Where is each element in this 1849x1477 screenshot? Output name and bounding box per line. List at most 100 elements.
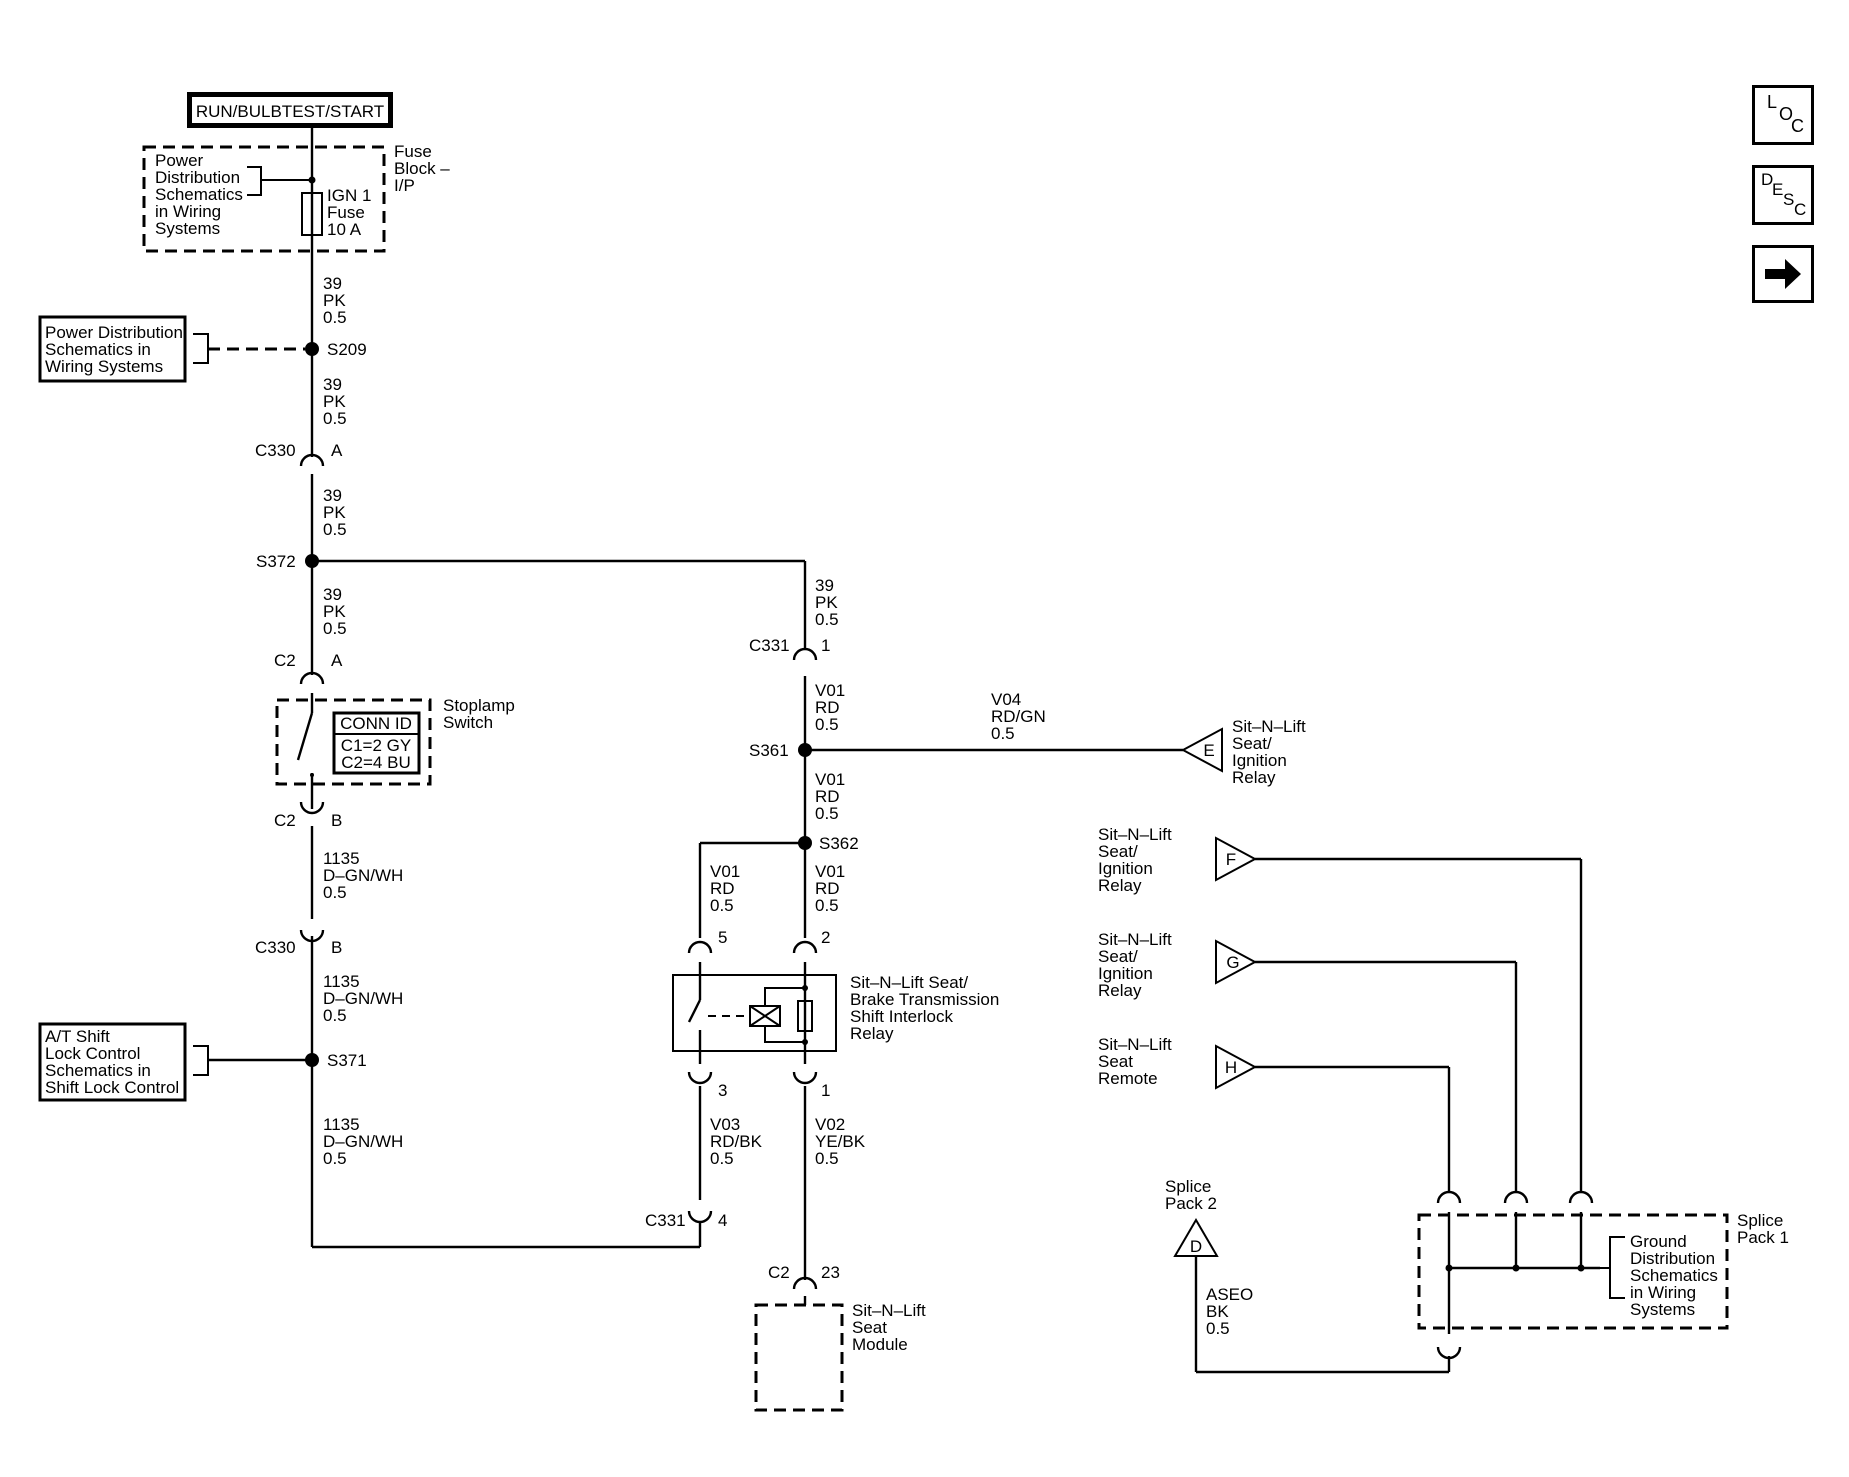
svg-text:Ignition: Ignition (1098, 964, 1153, 983)
svg-text:V01: V01 (815, 681, 845, 700)
svg-text:1: 1 (821, 636, 830, 655)
svg-text:V04: V04 (991, 690, 1021, 709)
splice-s371-label: S371 (327, 1051, 367, 1070)
svg-text:Sit–N–Lift Seat/: Sit–N–Lift Seat/ (850, 973, 968, 992)
svg-text:Seat/: Seat/ (1098, 842, 1138, 861)
svg-text:RD/GN: RD/GN (991, 707, 1046, 726)
svg-text:D–GN/WH: D–GN/WH (323, 1132, 403, 1151)
svg-text:39: 39 (323, 585, 342, 604)
splice-s371 (305, 1053, 319, 1067)
svg-text:0.5: 0.5 (815, 610, 839, 629)
svg-text:Sit–N–Lift: Sit–N–Lift (1098, 1035, 1172, 1054)
svg-text:Shift Lock Control: Shift Lock Control (45, 1078, 179, 1097)
svg-text:Lock Control: Lock Control (45, 1044, 140, 1063)
next-button[interactable] (1752, 245, 1814, 303)
svg-text:V01: V01 (815, 862, 845, 881)
wire-label-w7: 1135 D–GN/WH 0.5 (323, 1115, 403, 1168)
svg-text:RD: RD (815, 879, 840, 898)
connector-c331-1: C331 1 (749, 636, 830, 661)
svg-text:Splice: Splice (1737, 1211, 1783, 1230)
svg-text:Ignition: Ignition (1098, 859, 1153, 878)
power-source: RUN/BULBTEST/START (187, 92, 393, 128)
svg-text:0.5: 0.5 (815, 715, 839, 734)
power-source-label: RUN/BULBTEST/START (196, 102, 384, 121)
svg-text:PK: PK (323, 602, 346, 621)
svg-text:Sit–N–Lift: Sit–N–Lift (852, 1301, 926, 1320)
svg-text:BK: BK (1206, 1302, 1229, 1321)
svg-text:Relay: Relay (1232, 768, 1276, 787)
svg-text:2: 2 (821, 928, 830, 947)
connector-c2-b: C2 B (274, 801, 342, 830)
svg-text:B: B (331, 938, 342, 957)
offpage-connector-f: F Sit–N–Lift Seat/ Ignition Relay (1098, 825, 1258, 895)
svg-text:Sit–N–Lift: Sit–N–Lift (1098, 825, 1172, 844)
svg-text:4: 4 (718, 1211, 727, 1230)
svg-text:Ignition: Ignition (1232, 751, 1287, 770)
svg-text:0.5: 0.5 (323, 520, 347, 539)
svg-text:A/T Shift: A/T Shift (45, 1027, 110, 1046)
connector-c2-23: C2 23 (768, 1263, 840, 1290)
svg-text:B: B (331, 811, 342, 830)
splice-s361-label: S361 (749, 741, 789, 760)
at-shift-lock-box: A/T Shift Lock Control Schematics in Shi… (38, 1022, 312, 1102)
svg-text:Schematics in: Schematics in (45, 340, 151, 359)
splice-s209 (305, 342, 319, 356)
fuse-label-1: IGN 1 (327, 186, 371, 205)
svg-text:V02: V02 (815, 1115, 845, 1134)
svg-text:0.5: 0.5 (815, 896, 839, 915)
wire-label-w9: V01 RD 0.5 (815, 681, 845, 734)
offpage-connector-d: D Splice Pack 2 (1165, 1177, 1219, 1257)
wire-label-w11: V01 RD 0.5 (710, 862, 740, 915)
svg-text:Remote: Remote (1098, 1069, 1158, 1088)
svg-text:Sit–N–Lift: Sit–N–Lift (1232, 717, 1306, 736)
svg-text:RD: RD (710, 879, 735, 898)
svg-text:D–GN/WH: D–GN/WH (323, 866, 403, 885)
svg-text:C331: C331 (749, 636, 790, 655)
wire-label-w15: V04 RD/GN 0.5 (991, 690, 1046, 743)
svg-text:Systems: Systems (1630, 1300, 1695, 1319)
offpage-connector-e: E Sit–N–Lift Seat/ Ignition Relay (1180, 717, 1306, 787)
svg-text:Seat/: Seat/ (1098, 947, 1138, 966)
svg-text:Module: Module (852, 1335, 908, 1354)
svg-text:39: 39 (323, 375, 342, 394)
svg-text:Seat: Seat (852, 1318, 887, 1337)
svg-text:Schematics in: Schematics in (45, 1061, 151, 1080)
arrow-right-icon (1765, 259, 1801, 289)
svg-text:23: 23 (821, 1263, 840, 1282)
loc-button[interactable]: L O C (1752, 85, 1814, 145)
wire-label-w12: V01 RD 0.5 (815, 862, 845, 915)
svg-text:3: 3 (718, 1081, 727, 1100)
interlock-relay: Sit–N–Lift Seat/ Brake Transmission Shif… (672, 962, 999, 1064)
svg-text:0.5: 0.5 (323, 1006, 347, 1025)
svg-text:1135: 1135 (323, 849, 360, 868)
svg-text:PK: PK (323, 291, 346, 310)
svg-text:0.5: 0.5 (710, 1149, 734, 1168)
svg-text:C330: C330 (255, 938, 296, 957)
svg-text:A: A (331, 441, 343, 460)
splice-s209-label: S209 (327, 340, 367, 359)
connector-c2-a: C2 A (274, 651, 343, 685)
svg-text:0.5: 0.5 (323, 619, 347, 638)
svg-text:V01: V01 (815, 770, 845, 789)
svg-text:C331: C331 (645, 1211, 686, 1230)
fuse-block-name-3: I/P (394, 176, 415, 195)
svg-text:5: 5 (718, 928, 727, 947)
desc-button[interactable]: D E S C (1752, 165, 1814, 225)
svg-text:C330: C330 (255, 441, 296, 460)
svg-text:0.5: 0.5 (323, 1149, 347, 1168)
connector-c330-a: C330 A (255, 441, 343, 467)
relay-pin-1: 1 (792, 1071, 830, 1100)
svg-text:Pack 2: Pack 2 (1165, 1194, 1217, 1213)
svg-text:PK: PK (815, 593, 838, 612)
fuse-power-dist-3: Schematics (155, 185, 243, 204)
svg-text:0.5: 0.5 (991, 724, 1015, 743)
splice-s362-label: S362 (819, 834, 859, 853)
svg-text:Relay: Relay (850, 1024, 894, 1043)
svg-text:C2=4 BU: C2=4 BU (341, 753, 410, 772)
svg-text:RD: RD (815, 787, 840, 806)
svg-text:Wiring Systems: Wiring Systems (45, 357, 163, 376)
svg-text:Seat: Seat (1098, 1052, 1133, 1071)
connector-c331-4: C331 4 (645, 1210, 727, 1230)
offpage-connector-g: G Sit–N–Lift Seat/ Ignition Relay (1098, 930, 1258, 1000)
splice-s372-label: S372 (256, 552, 296, 571)
